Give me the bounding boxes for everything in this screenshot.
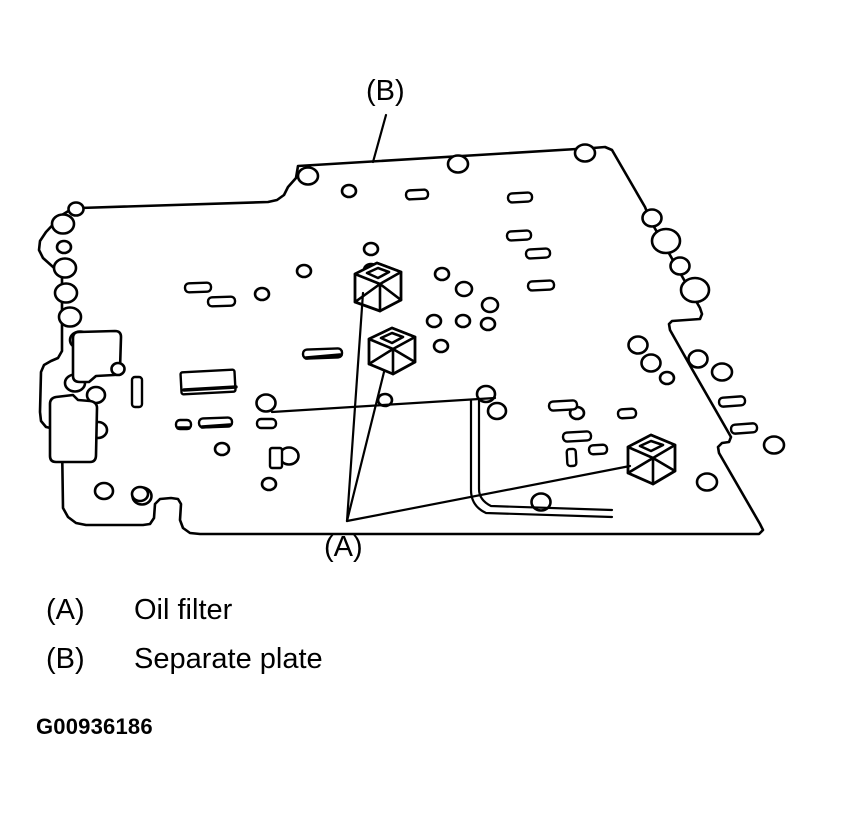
legend-label-a: Oil filter bbox=[134, 594, 233, 626]
plate-slots bbox=[130, 188, 759, 470]
channel-outer bbox=[469, 398, 614, 519]
slot bbox=[183, 281, 213, 294]
slot-arrow-left bbox=[197, 416, 234, 429]
legend-row: (A) Oil filter bbox=[46, 596, 566, 645]
leader-line-a2 bbox=[345, 370, 386, 523]
bolt-hole bbox=[679, 276, 711, 304]
bolt-hole bbox=[640, 353, 662, 373]
bolt-hole bbox=[93, 481, 115, 501]
bolt-hole bbox=[130, 485, 150, 503]
bolt-hole bbox=[362, 241, 380, 257]
slot bbox=[587, 443, 609, 456]
bolt-hole bbox=[650, 227, 682, 255]
slot bbox=[524, 247, 552, 260]
bolt-hole bbox=[55, 239, 73, 255]
channel-horizontal bbox=[270, 396, 497, 414]
callout-leaders bbox=[345, 113, 632, 523]
slot bbox=[255, 417, 278, 430]
bolt-hole bbox=[480, 296, 500, 314]
bolt-hole bbox=[213, 441, 231, 457]
bolt-hole bbox=[432, 338, 450, 354]
separate-plate-body bbox=[37, 145, 765, 536]
slot bbox=[268, 446, 284, 470]
bolt-hole bbox=[52, 257, 78, 279]
left-cutouts bbox=[48, 329, 123, 464]
bolt-hole bbox=[627, 335, 649, 355]
oil-filter-edge bbox=[626, 456, 677, 486]
legend: (A) Oil filter (B) Separate plate bbox=[46, 596, 566, 694]
leader-line-a1 bbox=[345, 291, 365, 523]
leader-line-a3 bbox=[345, 464, 632, 523]
slot bbox=[526, 279, 556, 292]
bolt-hole bbox=[454, 313, 472, 329]
figure-id-code: G00936186 bbox=[36, 714, 153, 739]
legend-key-b: (B) bbox=[46, 643, 85, 675]
slot-arrow-mid bbox=[301, 347, 344, 360]
bolt-hole bbox=[260, 476, 278, 492]
slot bbox=[506, 191, 534, 204]
legend-row: (B) Separate plate bbox=[46, 645, 566, 694]
oil-filter-edge bbox=[353, 282, 403, 313]
oil-passage-channel bbox=[270, 396, 614, 519]
oil-filter-edge bbox=[367, 347, 417, 376]
channel-inner bbox=[477, 398, 614, 512]
oil-filter-upper bbox=[353, 261, 403, 313]
slot bbox=[130, 375, 144, 409]
center-holes bbox=[110, 241, 586, 512]
slot bbox=[505, 229, 533, 242]
slot bbox=[717, 395, 747, 408]
cutout-lower-left bbox=[48, 393, 99, 464]
callout-label-a: (A) bbox=[324, 531, 363, 563]
slot bbox=[616, 407, 638, 420]
callout-label-b: (B) bbox=[366, 75, 405, 107]
bolt-hole bbox=[53, 282, 79, 304]
bolt-hole bbox=[762, 435, 786, 455]
slot-arrow-small bbox=[174, 418, 193, 431]
bolt-hole bbox=[641, 208, 663, 228]
slot bbox=[729, 422, 759, 435]
bolt-hole bbox=[425, 313, 443, 329]
top-edge-holes bbox=[296, 143, 597, 199]
oil-filter-lower bbox=[626, 433, 677, 486]
legend-key-a: (A) bbox=[46, 594, 85, 626]
bolt-hole bbox=[295, 263, 313, 279]
legend-label-b: Separate plate bbox=[134, 643, 323, 675]
oil-filter-aperture bbox=[365, 266, 391, 280]
bolt-hole bbox=[253, 286, 271, 302]
bolt-hole bbox=[50, 213, 76, 235]
separate-plate-outline bbox=[37, 145, 765, 536]
bolt-hole bbox=[433, 266, 451, 282]
bolt-hole bbox=[296, 166, 320, 186]
bolt-hole bbox=[57, 306, 83, 328]
bolt-hole bbox=[454, 280, 474, 298]
bolt-hole bbox=[255, 393, 277, 413]
bolt-hole bbox=[710, 362, 734, 382]
slot bbox=[404, 188, 430, 201]
bolt-hole bbox=[687, 349, 709, 369]
leader-line-b bbox=[371, 113, 388, 164]
bolt-hole bbox=[658, 370, 676, 386]
bolt-hole bbox=[530, 492, 552, 512]
slot bbox=[565, 447, 578, 468]
slot-large-rect bbox=[179, 368, 238, 396]
oil-filter-aperture bbox=[379, 331, 405, 345]
slot bbox=[561, 430, 593, 443]
bolt-hole bbox=[486, 401, 508, 421]
bolt-hole bbox=[573, 143, 597, 163]
bolt-hole bbox=[110, 361, 126, 377]
oil-filter-aperture bbox=[638, 439, 665, 453]
slot bbox=[206, 295, 237, 308]
bolt-hole bbox=[479, 316, 497, 332]
slot bbox=[547, 399, 579, 412]
bolt-hole bbox=[446, 154, 470, 174]
bolt-hole bbox=[695, 472, 719, 492]
right-edge-hole-row bbox=[627, 208, 786, 492]
bolt-hole bbox=[669, 256, 691, 276]
bolt-hole bbox=[340, 183, 358, 199]
oil-filter-middle bbox=[367, 326, 417, 376]
bolt-hole bbox=[67, 201, 85, 217]
